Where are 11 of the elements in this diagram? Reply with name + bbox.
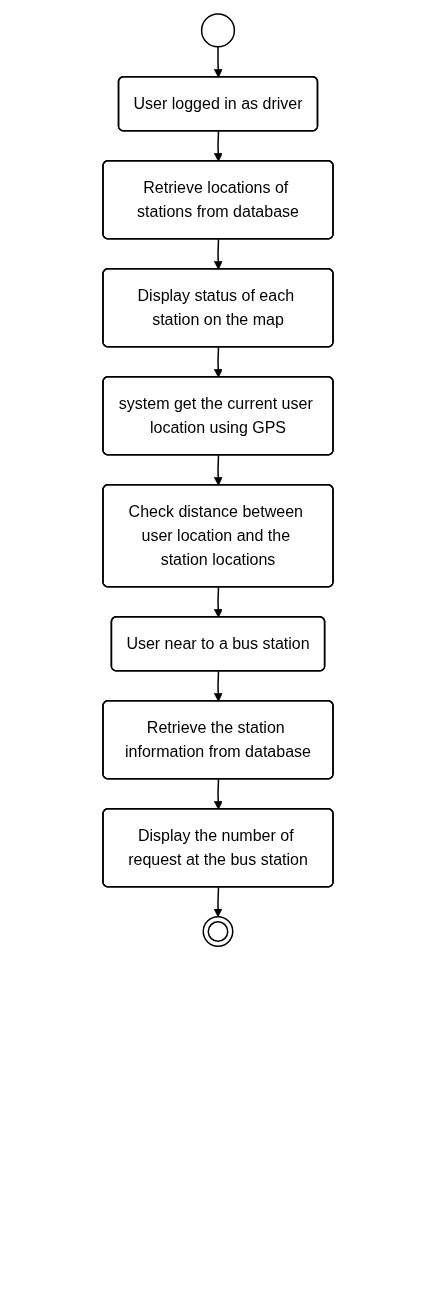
node-circle	[202, 916, 234, 947]
arrow	[213, 346, 223, 378]
arrow	[213, 238, 223, 270]
node-circle	[200, 13, 236, 48]
arrow	[213, 130, 223, 162]
arrow	[213, 46, 223, 78]
arrow	[213, 454, 223, 486]
arrow	[213, 886, 223, 918]
arrow	[213, 670, 223, 702]
arrow	[213, 778, 223, 810]
arrow	[213, 586, 223, 618]
